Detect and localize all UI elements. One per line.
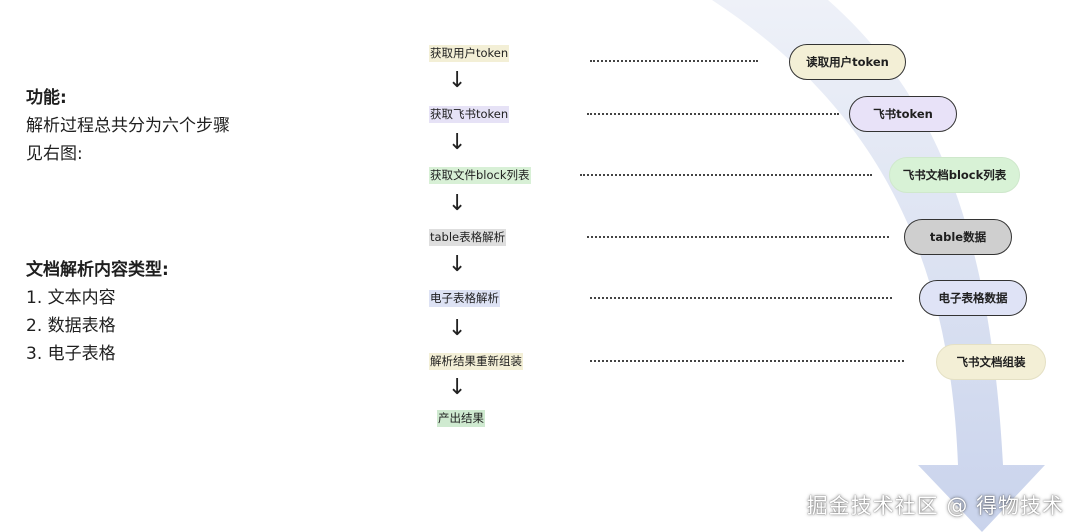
step-get-user-token: 获取用户token [429,45,510,62]
watermark: 掘金技术社区 @ 得物技术 [806,494,1064,518]
node-read-user-token: 读取用户token [789,44,906,80]
node-feishu-block-list: 飞书文档block列表 [889,157,1020,193]
step-output-result: 产出结果 [437,410,485,427]
node-feishu-token: 飞书token [849,96,957,132]
node-table-data: table数据 [904,219,1012,255]
node-feishu-doc-assemble: 飞书文档组装 [936,344,1046,380]
function-desc-line1: 解析过程总共分为六个步骤 [26,116,230,136]
dotted-connector [587,236,889,238]
node-spreadsheet-data: 电子表格数据 [919,280,1027,316]
content-types-heading: 文档解析内容类型: [26,260,169,280]
down-arrow-icon: ↓ [448,68,467,93]
dotted-connector [590,297,892,299]
function-desc-line2: 见右图: [26,144,83,164]
step-get-feishu-token: 获取飞书token [429,106,510,123]
flow-arrow-band [712,0,1045,532]
dotted-connector [587,113,839,115]
down-arrow-icon: ↓ [448,375,467,400]
down-arrow-icon: ↓ [448,252,467,277]
step-spreadsheet-parse: 电子表格解析 [429,290,500,307]
down-arrow-icon: ↓ [448,191,467,216]
dotted-connector [590,60,758,62]
dotted-connector [590,360,904,362]
content-type-item: 1. 文本内容 [26,288,116,308]
down-arrow-icon: ↓ [448,130,467,155]
step-reassemble: 解析结果重新组装 [429,353,523,370]
down-arrow-icon: ↓ [448,316,467,341]
content-type-item: 2. 数据表格 [26,316,116,336]
step-table-parse: table表格解析 [429,229,507,246]
dotted-connector [580,174,872,176]
step-get-block-list: 获取文件block列表 [429,167,531,184]
function-heading: 功能: [26,88,67,108]
content-type-item: 3. 电子表格 [26,344,116,364]
